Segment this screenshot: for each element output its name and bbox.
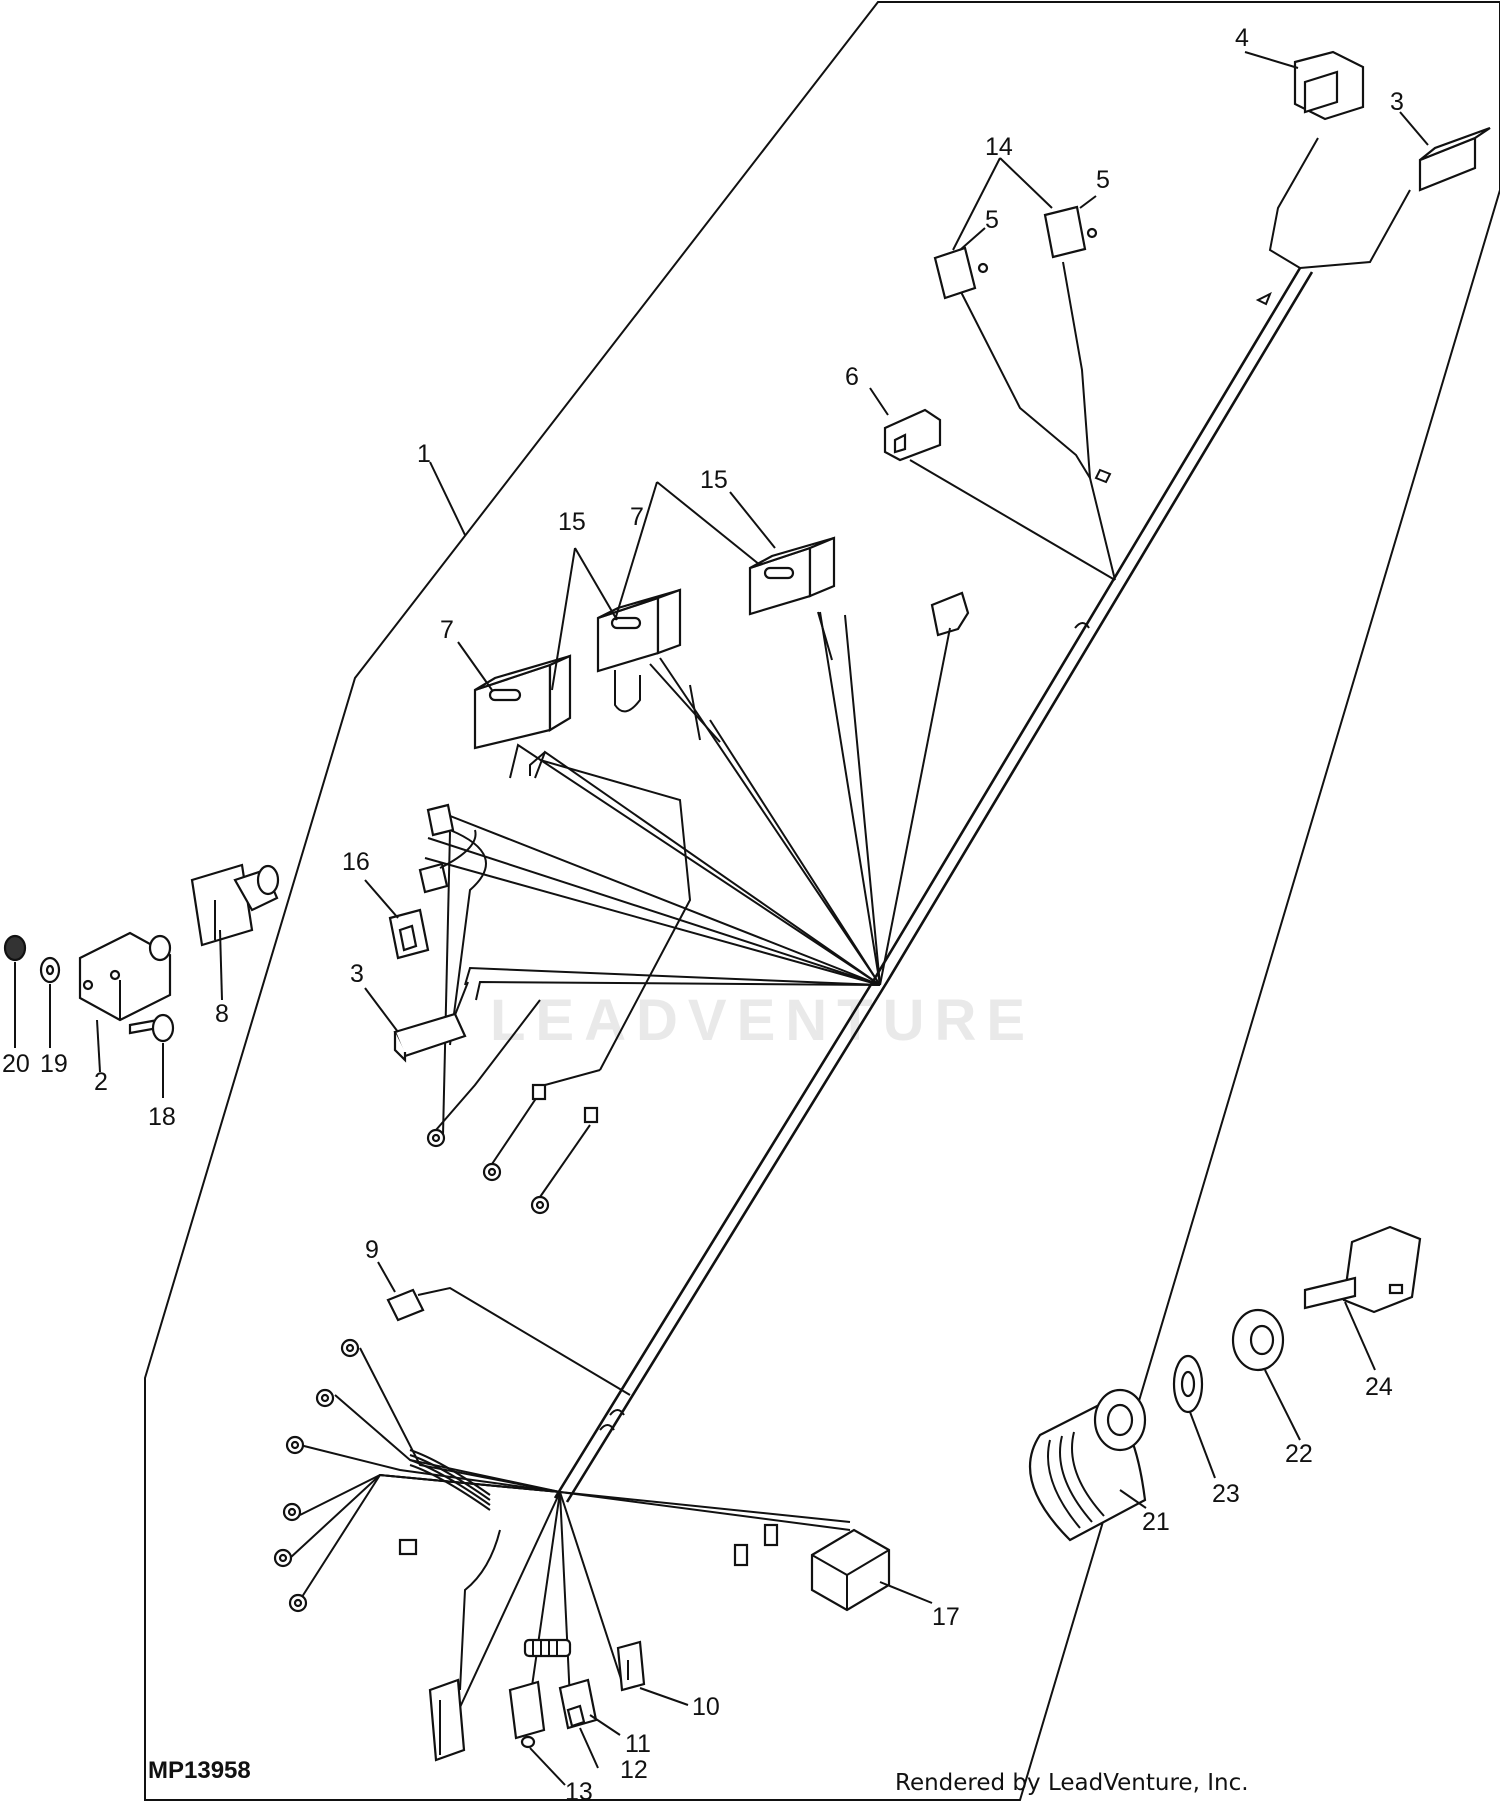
nut-22	[1231, 1308, 1285, 1372]
callout-7-top: 7	[630, 503, 644, 531]
callout-4: 4	[1235, 24, 1249, 52]
callout-14: 14	[985, 133, 1013, 161]
callout-16: 16	[342, 848, 370, 876]
watermark: LEADVENTURE	[490, 988, 1035, 1053]
upper-branch	[1255, 137, 1411, 306]
callout-18: 18	[148, 1103, 176, 1131]
screw-18	[128, 1013, 175, 1043]
credit-text: Rendered by LeadVenture, Inc.	[895, 1770, 1249, 1796]
connector-3-middle	[393, 981, 469, 1063]
callout-7-left: 7	[440, 616, 454, 644]
callout-5-right: 5	[1096, 166, 1110, 194]
callout-6: 6	[845, 363, 859, 391]
callout-17: 17	[932, 1603, 960, 1631]
connector-large-lower	[428, 1678, 466, 1762]
relay-upper	[748, 536, 836, 616]
callout-23: 23	[1212, 1480, 1240, 1508]
callout-labels: 1 2 3 3 4 5 5 6 7 7 8 9 10 11 12 13 14 1…	[2, 24, 1404, 1806]
connector-13	[508, 1680, 546, 1749]
connector-16	[388, 908, 430, 960]
callout-5-left: 5	[985, 206, 999, 234]
callout-11: 11	[625, 1730, 651, 1758]
callout-1: 1	[417, 440, 431, 468]
callout-15-left: 15	[558, 508, 586, 536]
switch-8	[190, 863, 280, 947]
nut-20	[3, 934, 27, 962]
connector-6	[883, 408, 1116, 581]
callout-9: 9	[365, 1236, 379, 1264]
upper-wire-fan	[424, 611, 951, 1136]
callout-15-right: 15	[700, 466, 728, 494]
connector-10	[616, 1640, 646, 1692]
spiral-wrap	[523, 1638, 572, 1658]
key-24	[1303, 1225, 1422, 1314]
connector-17	[810, 1528, 891, 1612]
callout-12: 12	[620, 1756, 648, 1784]
ring-terminals-lower	[273, 1338, 360, 1613]
connector-9	[386, 1286, 631, 1396]
lower-junction-wires	[289, 1347, 851, 1719]
callout-20: 20	[2, 1050, 30, 1078]
washer-23	[1172, 1354, 1204, 1414]
harness-panel-outline	[144, 1, 1500, 1801]
relay-middle	[596, 588, 682, 713]
callout-13: 13	[565, 1778, 593, 1806]
small-connector-b	[418, 829, 477, 894]
connector-3-top	[1418, 126, 1491, 192]
bracket-2	[78, 931, 172, 1022]
sensor-branch	[933, 205, 1116, 581]
connector-4	[1293, 50, 1365, 121]
main-harness-trunk	[553, 267, 1314, 1503]
figure-id: MP13958	[148, 1757, 251, 1784]
callout-10: 10	[692, 1693, 720, 1721]
callout-8: 8	[215, 1000, 229, 1028]
ring-terminals-upper	[426, 999, 601, 1215]
callout-3-top: 3	[1390, 88, 1404, 116]
boot-21	[1028, 1388, 1147, 1542]
callout-2: 2	[94, 1068, 108, 1096]
leader-lines	[14, 51, 1429, 1786]
callout-22: 22	[1285, 1440, 1313, 1468]
callout-3-middle: 3	[350, 960, 364, 988]
callout-21: 21	[1142, 1508, 1170, 1536]
small-connector-a	[426, 803, 455, 837]
washer-19	[39, 956, 61, 984]
callout-19: 19	[40, 1050, 68, 1078]
relay-lower	[473, 654, 572, 750]
connector-unlabeled	[930, 591, 970, 637]
connector-11	[558, 1678, 598, 1730]
callout-24: 24	[1365, 1373, 1393, 1401]
